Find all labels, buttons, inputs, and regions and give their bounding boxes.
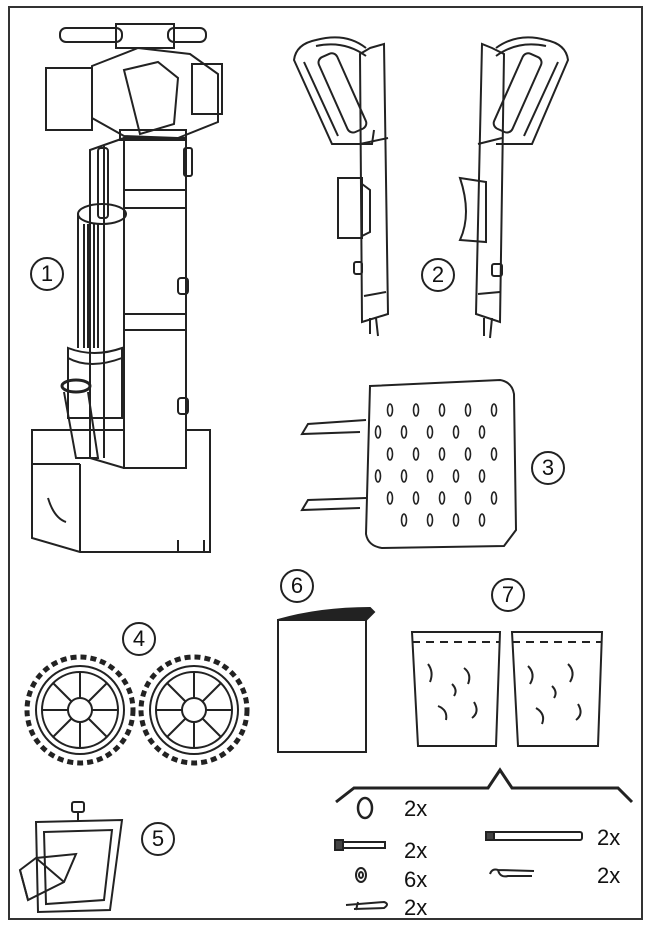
hardware-bags-icon <box>408 624 608 752</box>
manual-icon <box>276 604 380 754</box>
bolt-icon <box>334 838 386 852</box>
r-clip-qty: 2x <box>597 863 621 888</box>
part-number-5: 5 <box>141 822 175 856</box>
ring-qty: 2x <box>404 796 428 821</box>
part-number-4: 4 <box>122 622 156 656</box>
wheels-icon <box>26 650 250 768</box>
part-number-7: 7 <box>491 578 525 612</box>
splitting-wedge-icon <box>16 800 128 916</box>
hardware-brace-icon <box>334 768 634 806</box>
base-plate-icon <box>298 380 530 550</box>
cotter-pin-qty: 2x <box>404 895 428 920</box>
r-clip-icon <box>488 866 536 882</box>
page-frame <box>8 6 643 920</box>
part-number-3: 3 <box>531 451 565 485</box>
nut-qty: 6x <box>404 867 428 892</box>
axle-rod-icon <box>484 830 584 842</box>
part-number-2: 2 <box>421 258 455 292</box>
nut-icon <box>354 866 368 884</box>
bolt-qty: 2x <box>404 838 428 863</box>
log-splitter-icon <box>28 18 268 566</box>
axle-rod-qty: 2x <box>597 825 621 850</box>
ring-icon <box>355 796 375 820</box>
handle-columns-icon <box>286 26 576 342</box>
part-number-6: 6 <box>280 569 314 603</box>
cotter-pin-icon <box>344 898 390 912</box>
part-number-1: 1 <box>30 257 64 291</box>
